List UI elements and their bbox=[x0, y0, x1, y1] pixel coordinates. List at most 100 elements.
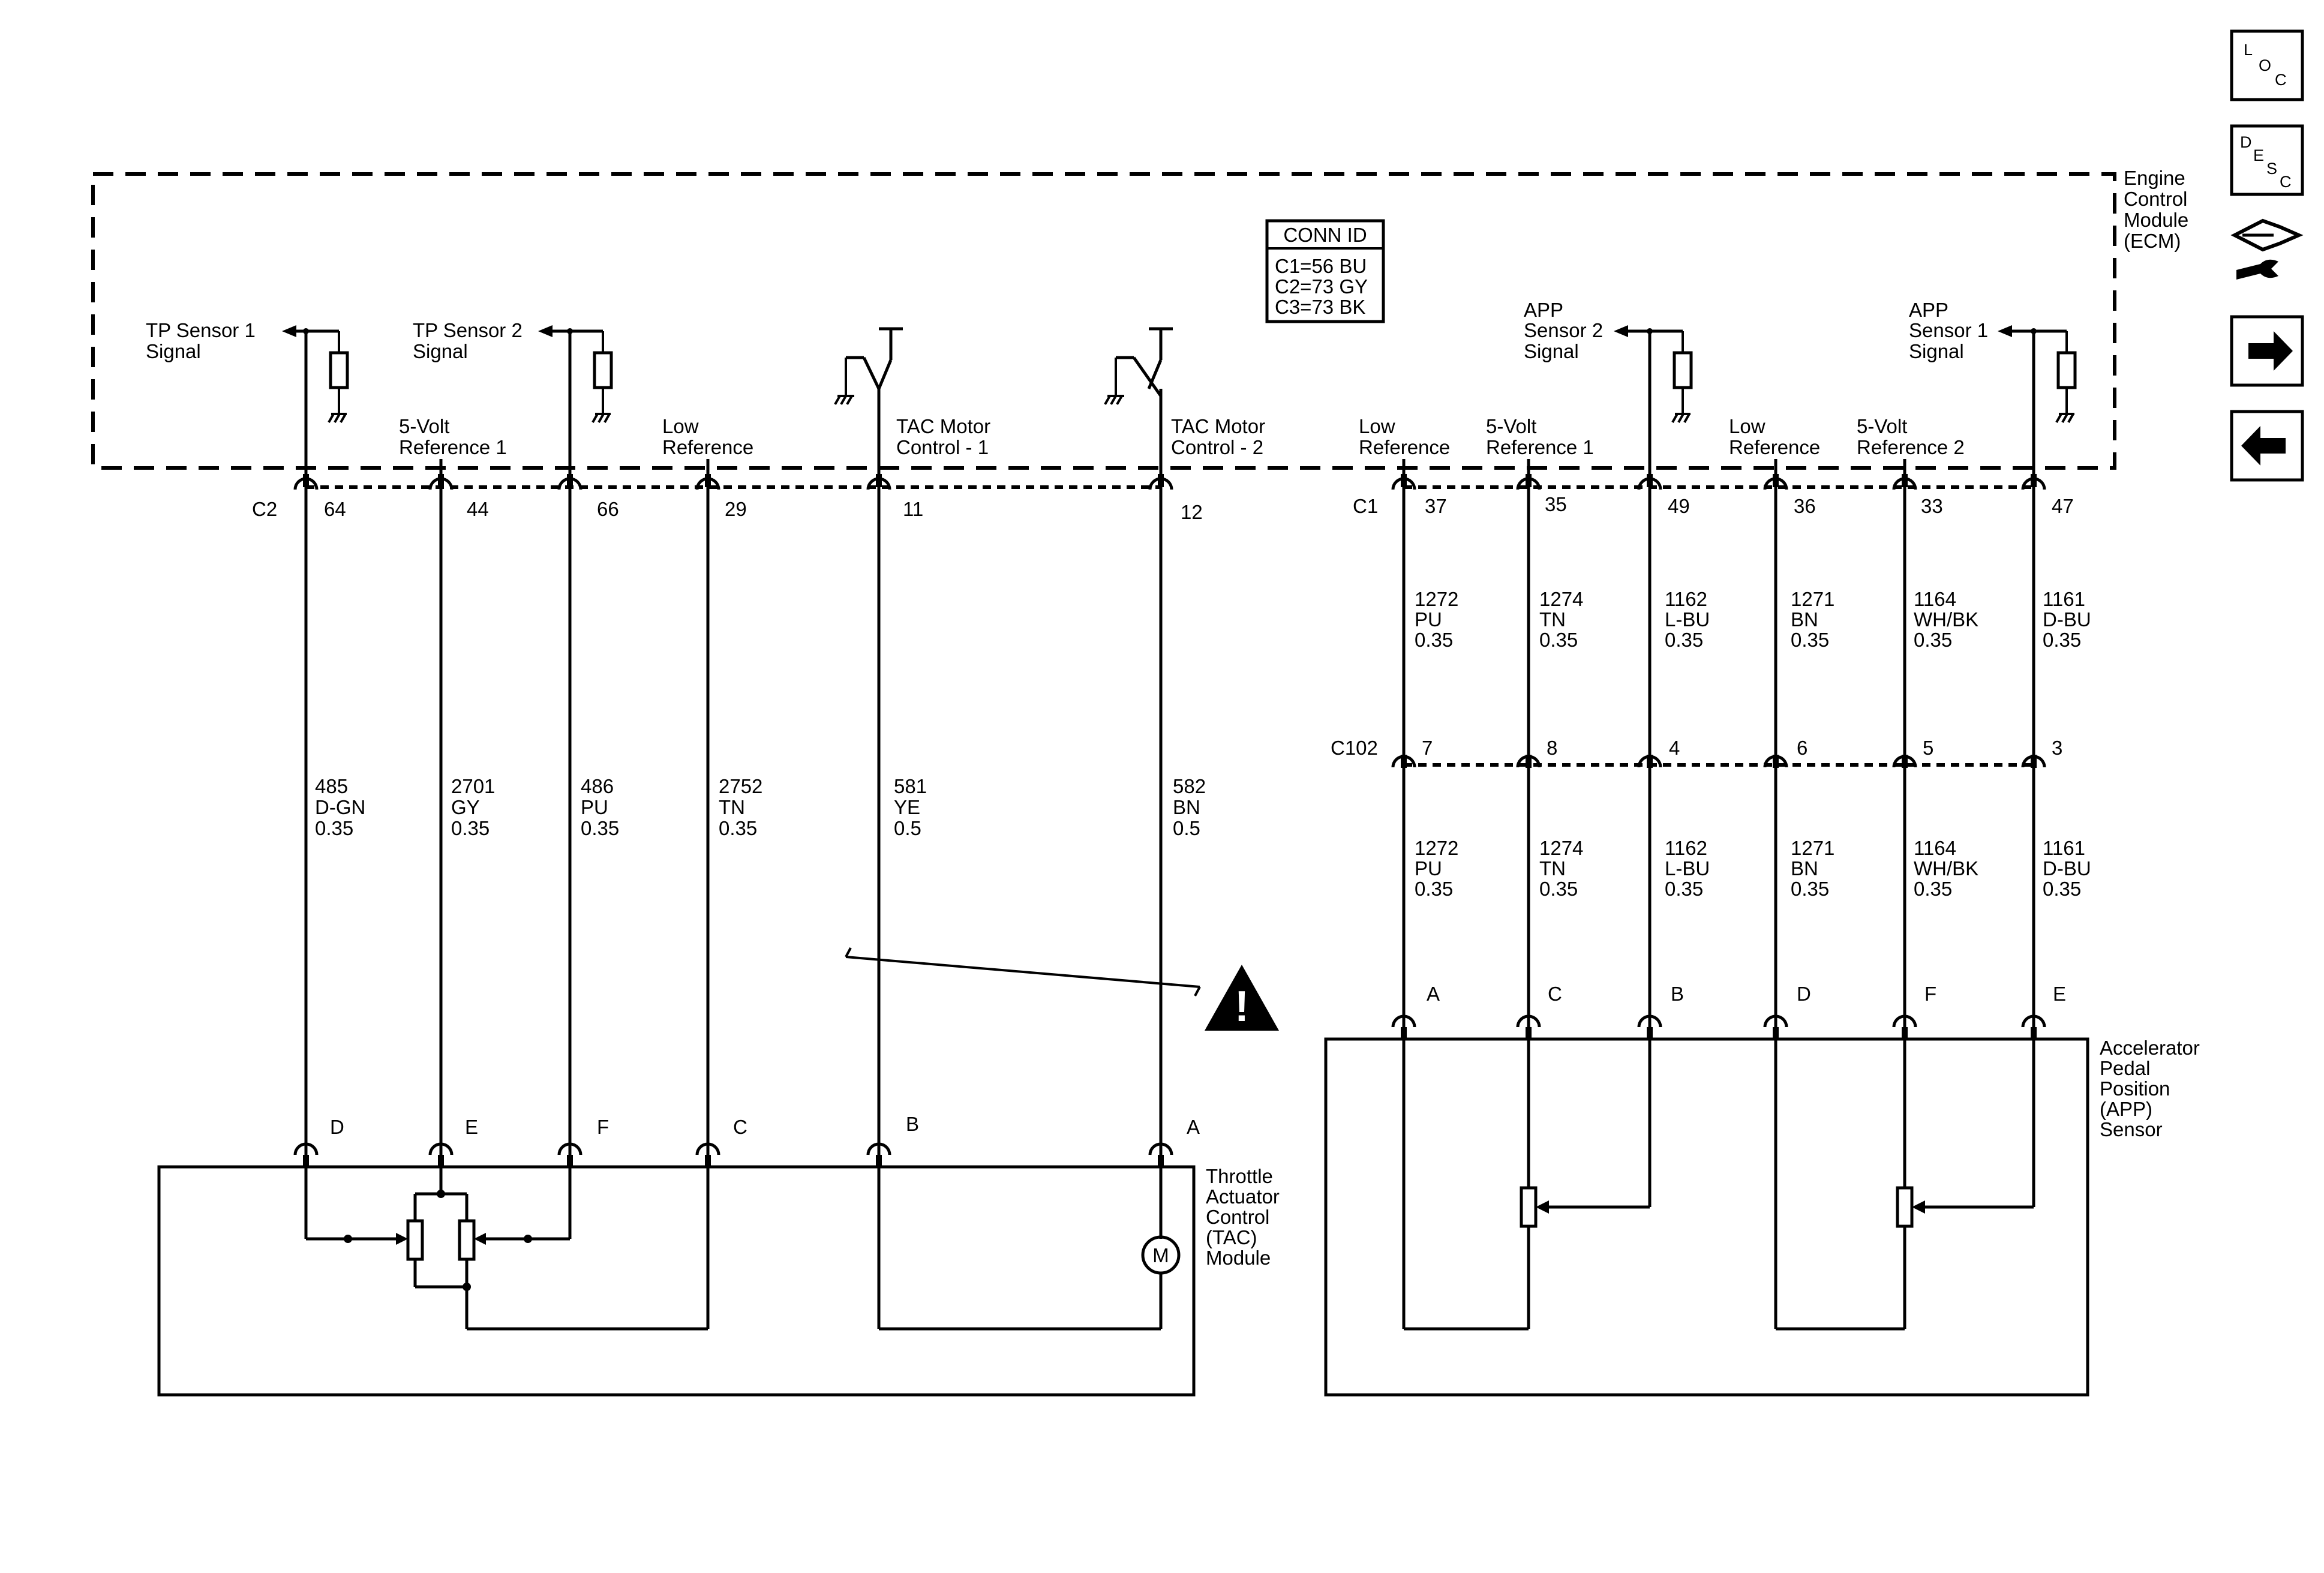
wire-label: BN bbox=[1791, 608, 1818, 631]
svg-text:C: C bbox=[2280, 173, 2292, 191]
wire-label: 485 bbox=[315, 775, 348, 797]
svg-text:Throttle: Throttle bbox=[1206, 1165, 1273, 1187]
wire-label: 0.35 bbox=[1791, 878, 1829, 900]
app-sensor-label: Accelerator Pedal Position (APP) Sensor bbox=[2100, 1037, 2200, 1140]
ecm-circuit-label: Sensor 1 bbox=[1909, 319, 1988, 341]
svg-text:E: E bbox=[2253, 146, 2264, 164]
twisted-pair-line bbox=[845, 956, 1200, 988]
svg-text:!: ! bbox=[1235, 983, 1249, 1031]
left-wires bbox=[293, 474, 1173, 1167]
ecm-circuit-label: Signal bbox=[146, 340, 201, 362]
wire-label: 582 bbox=[1173, 775, 1206, 797]
tac-motor-switch-1 bbox=[834, 327, 903, 474]
wire-label: 0.35 bbox=[1415, 878, 1453, 900]
ecm-circuit-label: Reference 1 bbox=[399, 436, 507, 458]
pin-number: 64 bbox=[324, 498, 346, 520]
wire-label: 0.35 bbox=[719, 817, 757, 839]
svg-text:Accelerator: Accelerator bbox=[2100, 1037, 2200, 1059]
arrow-left-icon[interactable] bbox=[2230, 410, 2304, 482]
tac-module-label: Throttle Actuator Control (TAC) Module bbox=[1206, 1165, 1280, 1269]
wire-label: 1162 bbox=[1665, 837, 1707, 859]
pin-number: 47 bbox=[2052, 495, 2074, 517]
wire-label: 0.35 bbox=[451, 817, 490, 839]
wire-label: 1272 bbox=[1415, 588, 1458, 610]
wire-label: 0.35 bbox=[1914, 629, 1952, 651]
svg-text:Module: Module bbox=[2124, 209, 2188, 231]
tac-motor-switch-2 bbox=[1104, 327, 1173, 474]
wire-label: 486 bbox=[581, 775, 614, 797]
app-sensor-2-pot bbox=[1402, 1039, 1652, 1331]
ecm-circuit-label: Reference 1 bbox=[1486, 436, 1594, 458]
ecm-circuit-label: Signal bbox=[1524, 340, 1579, 362]
terminal-letter: B bbox=[1671, 983, 1684, 1005]
wire-label: 1164 bbox=[1914, 588, 1956, 610]
left-ecm-labels: TP Sensor 1 Signal 5-Volt Reference 1 TP… bbox=[146, 319, 1265, 458]
wire-label: 2752 bbox=[719, 775, 762, 797]
svg-text:Position: Position bbox=[2100, 1077, 2170, 1100]
wire-label: 0.35 bbox=[1914, 878, 1952, 900]
pin-number: 29 bbox=[725, 498, 747, 520]
right-ecm-labels: Low Reference 5-Volt Reference 1 APP Sen… bbox=[1359, 299, 1988, 458]
wire-label: 0.35 bbox=[315, 817, 353, 839]
wire-label: 1161 bbox=[2043, 837, 2085, 859]
c2-connector-label: C2 bbox=[252, 498, 277, 520]
left-wire-labels: 485 D-GN 0.35 2701 GY 0.35 486 PU 0.35 2… bbox=[315, 775, 1206, 839]
wire-label: D-BU bbox=[2043, 608, 2091, 631]
wire-label: 1274 bbox=[1539, 837, 1583, 859]
ecm-circuit-label: APP bbox=[1524, 299, 1563, 321]
wire-label: 2701 bbox=[451, 775, 495, 797]
pin-number: 36 bbox=[1794, 495, 1816, 517]
conn-id-line: C2=73 GY bbox=[1275, 275, 1368, 298]
warning-triangle-icon[interactable]: ! bbox=[1205, 965, 1279, 1031]
wire-label: 1161 bbox=[2043, 588, 2085, 610]
ecm-circuit-label: Signal bbox=[413, 340, 468, 362]
arrow-right-icon[interactable] bbox=[2230, 315, 2304, 387]
wire-label: 0.35 bbox=[1665, 629, 1703, 651]
wire-label: 1271 bbox=[1791, 588, 1834, 610]
conn-id-box: CONN ID C1=56 BU C2=73 GY C3=73 BK bbox=[1265, 219, 1385, 323]
wire-label: 0.35 bbox=[581, 817, 619, 839]
wire-label: D-BU bbox=[2043, 857, 2091, 879]
ecm-circuit-label: TAC Motor bbox=[896, 415, 990, 437]
loc-button[interactable]: L O C bbox=[2230, 29, 2304, 101]
svg-text:Engine: Engine bbox=[2124, 167, 2185, 189]
tp1-signal-circuit bbox=[282, 325, 349, 474]
svg-text:(TAC): (TAC) bbox=[1206, 1226, 1257, 1248]
wire-label: YE bbox=[894, 796, 920, 818]
terminal-letter: A bbox=[1427, 983, 1440, 1005]
terminal-letter: A bbox=[1187, 1116, 1200, 1138]
svg-text:Pedal: Pedal bbox=[2100, 1057, 2150, 1079]
terminal-letter: E bbox=[2053, 983, 2066, 1005]
pin-number: 33 bbox=[1921, 495, 1943, 517]
wire-label: TN bbox=[1539, 857, 1566, 879]
connector-wrench-icon[interactable] bbox=[2230, 218, 2304, 280]
desc-button[interactable]: D E S C bbox=[2230, 124, 2304, 196]
terminal-letter: D bbox=[330, 1116, 344, 1138]
svg-text:(ECM): (ECM) bbox=[2124, 230, 2181, 252]
wire-label: WH/BK bbox=[1914, 608, 1978, 631]
ecm-circuit-label: Sensor 2 bbox=[1524, 319, 1603, 341]
wire-label: WH/BK bbox=[1914, 857, 1978, 879]
c102-pin-number: 8 bbox=[1547, 737, 1557, 759]
tac-terminals: D E F C B A bbox=[293, 1113, 1200, 1167]
svg-text:Actuator: Actuator bbox=[1206, 1185, 1280, 1208]
ecm-circuit-label: TP Sensor 1 bbox=[146, 319, 256, 341]
wire-label: 1271 bbox=[1791, 837, 1834, 859]
wire-label: 0.35 bbox=[1665, 878, 1703, 900]
pin-number: 37 bbox=[1425, 495, 1447, 517]
svg-text:Module: Module bbox=[1206, 1247, 1271, 1269]
wire-label: 1274 bbox=[1539, 588, 1583, 610]
wire-label: PU bbox=[1415, 608, 1442, 631]
ecm-boundary bbox=[91, 172, 2116, 470]
left-pin-numbers: 64 44 66 29 11 12 bbox=[324, 498, 1203, 523]
wire-label: BN bbox=[1173, 796, 1200, 818]
wire-label: 1164 bbox=[1914, 837, 1956, 859]
ecm-circuit-label: Low bbox=[1359, 415, 1395, 437]
tac-motor: M bbox=[877, 1167, 1181, 1331]
ecm-circuit-label: Reference 2 bbox=[1857, 436, 1965, 458]
ecm-circuit-label: Low bbox=[662, 415, 699, 437]
tac-tps-potentiometers bbox=[304, 1167, 710, 1331]
right-wire-labels-lower: 1272 PU 0.35 1274 TN 0.35 1162 L-BU 0.35… bbox=[1415, 837, 2091, 900]
c102-pin-number: 3 bbox=[2052, 737, 2062, 759]
wire-label: TN bbox=[1539, 608, 1566, 631]
